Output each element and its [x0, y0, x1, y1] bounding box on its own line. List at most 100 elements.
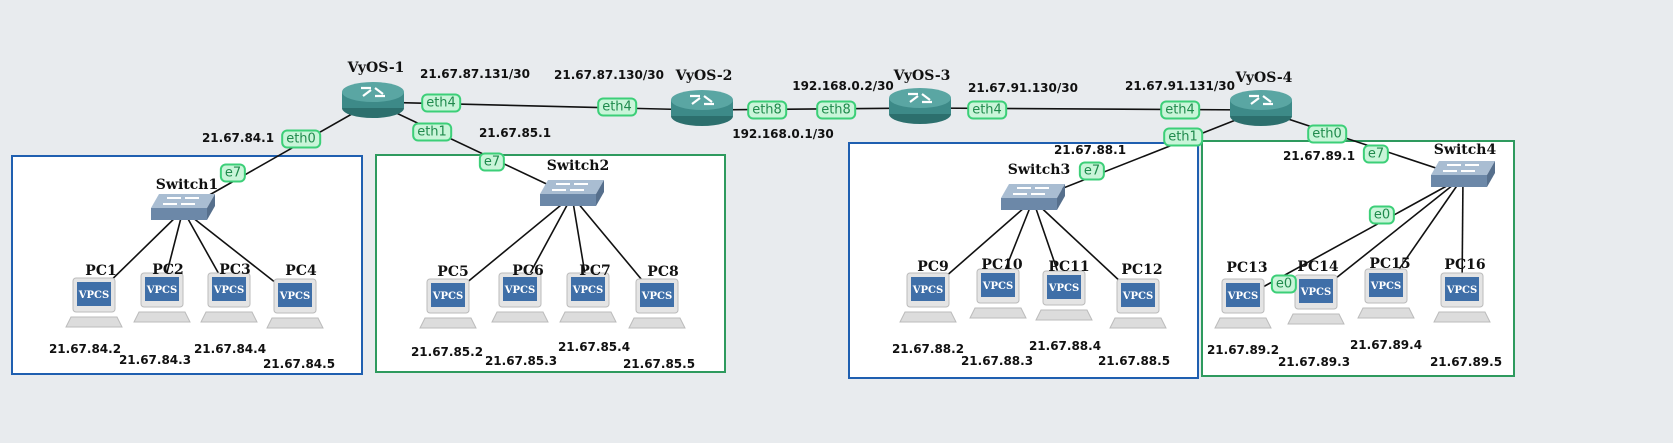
- router-icon: [341, 82, 405, 124]
- interface-tag: eth1: [412, 122, 452, 142]
- pc-icon: VPCS: [628, 278, 686, 334]
- switch-label: Switch1: [155, 177, 219, 193]
- switch-s1[interactable]: [149, 192, 217, 228]
- pc-screen-label: VPCS: [1048, 283, 1079, 294]
- pc-label: PC14: [1297, 259, 1339, 275]
- interface-tag: eth4: [967, 100, 1007, 120]
- switch-s4[interactable]: [1429, 159, 1497, 195]
- pc-screen-label: VPCS: [912, 285, 943, 296]
- pc-label: PC10: [981, 257, 1023, 273]
- pc-screen-label: VPCS: [432, 291, 463, 302]
- pc-p11[interactable]: VPCS: [1035, 270, 1093, 326]
- switch-s3[interactable]: [999, 182, 1067, 218]
- router-label: VyOS-4: [1235, 70, 1293, 86]
- link-ip-address: 21.67.87.131/30: [420, 67, 530, 81]
- pc-label: PC6: [512, 263, 544, 279]
- pc-p2[interactable]: VPCS: [133, 272, 191, 328]
- pc-p9[interactable]: VPCS: [899, 272, 957, 328]
- pc-label: PC5: [437, 264, 469, 280]
- pc-label: PC15: [1369, 256, 1411, 272]
- pc-icon: VPCS: [65, 277, 123, 333]
- pc-ip-address: 21.67.88.5: [1097, 354, 1171, 368]
- switch-icon: [999, 184, 1067, 218]
- pc-p13[interactable]: VPCS: [1214, 278, 1272, 334]
- router-label: VyOS-3: [893, 68, 951, 84]
- pc-icon: VPCS: [899, 272, 957, 328]
- pc-p1[interactable]: VPCS: [65, 277, 123, 333]
- pc-icon: VPCS: [419, 278, 477, 334]
- pc-icon: VPCS: [266, 278, 324, 334]
- pc-screen-label: VPCS: [1122, 291, 1153, 302]
- pc-screen-label: VPCS: [146, 285, 177, 296]
- pc-p3[interactable]: VPCS: [200, 272, 258, 328]
- pc-label: PC9: [917, 259, 949, 275]
- pc-p6[interactable]: VPCS: [491, 272, 549, 328]
- interface-tag: e7: [1078, 161, 1106, 181]
- pc-p7[interactable]: VPCS: [559, 272, 617, 328]
- router-r1[interactable]: [341, 80, 405, 124]
- router-icon: [670, 90, 734, 132]
- interface-tag: e7: [219, 163, 247, 183]
- pc-label: PC2: [152, 262, 184, 278]
- pc-ip-address: 21.67.89.2: [1206, 343, 1280, 357]
- pc-p8[interactable]: VPCS: [628, 278, 686, 334]
- pc-screen-label: VPCS: [504, 285, 535, 296]
- switch-s2[interactable]: [538, 178, 606, 214]
- switch-icon: [149, 194, 217, 228]
- pc-label: PC8: [647, 264, 679, 280]
- router-icon: [1229, 90, 1293, 132]
- pc-p5[interactable]: VPCS: [419, 278, 477, 334]
- pc-ip-address: 21.67.85.2: [410, 345, 484, 359]
- switch-label: Switch2: [546, 158, 610, 174]
- pc-screen-label: VPCS: [1300, 287, 1331, 298]
- router-r4[interactable]: [1229, 88, 1293, 132]
- lan-zone-3: [848, 142, 1199, 379]
- pc-icon: VPCS: [969, 268, 1027, 324]
- pc-screen-label: VPCS: [1370, 281, 1401, 292]
- link-ip-address: 21.67.84.1: [201, 131, 275, 145]
- pc-label: PC13: [1226, 260, 1268, 276]
- interface-tag: e0: [1270, 274, 1298, 294]
- pc-p14[interactable]: VPCS: [1287, 274, 1345, 330]
- pc-icon: VPCS: [1357, 268, 1415, 324]
- pc-p16[interactable]: VPCS: [1433, 272, 1491, 328]
- link-ip-address: 21.67.89.1: [1282, 149, 1356, 163]
- pc-ip-address: 21.67.88.3: [960, 354, 1034, 368]
- router-r2[interactable]: [670, 88, 734, 132]
- interface-tag: eth8: [816, 100, 856, 120]
- pc-icon: VPCS: [1287, 274, 1345, 330]
- link-r1-s2: [372, 101, 573, 197]
- interface-tag: eth0: [1307, 124, 1347, 144]
- pc-screen-label: VPCS: [279, 291, 310, 302]
- pc-ip-address: 21.67.88.4: [1028, 339, 1102, 353]
- link-r4-s3: [1032, 109, 1262, 201]
- pc-label: PC11: [1048, 259, 1090, 275]
- pc-screen-label: VPCS: [572, 285, 603, 296]
- pc-screen-label: VPCS: [78, 290, 109, 301]
- pc-icon: VPCS: [1214, 278, 1272, 334]
- pc-p10[interactable]: VPCS: [969, 268, 1027, 324]
- interface-tag: eth8: [747, 100, 787, 120]
- interface-tag: eth4: [597, 97, 637, 117]
- switch-label: Switch3: [1007, 162, 1071, 178]
- pc-p15[interactable]: VPCS: [1357, 268, 1415, 324]
- interface-tag: eth0: [281, 129, 321, 149]
- pc-label: PC4: [285, 263, 317, 279]
- pc-p4[interactable]: VPCS: [266, 278, 324, 334]
- router-r3[interactable]: [888, 86, 952, 130]
- interface-tag: eth4: [1160, 100, 1200, 120]
- link-ip-address: 21.67.91.131/30: [1125, 79, 1235, 93]
- link-ip-address: 192.168.0.1/30: [732, 127, 834, 141]
- link-r2-r3: [701, 107, 921, 111]
- pc-p12[interactable]: VPCS: [1109, 278, 1167, 334]
- router-label: VyOS-1: [347, 60, 405, 76]
- pc-screen-label: VPCS: [641, 291, 672, 302]
- pc-icon: VPCS: [1433, 272, 1491, 328]
- pc-label: PC3: [219, 262, 251, 278]
- pc-ip-address: 21.67.84.3: [118, 353, 192, 367]
- switch-label: Switch4: [1433, 142, 1497, 158]
- switch-icon: [1429, 161, 1497, 195]
- link-r1-s1: [182, 101, 374, 211]
- interface-tag: eth4: [421, 93, 461, 113]
